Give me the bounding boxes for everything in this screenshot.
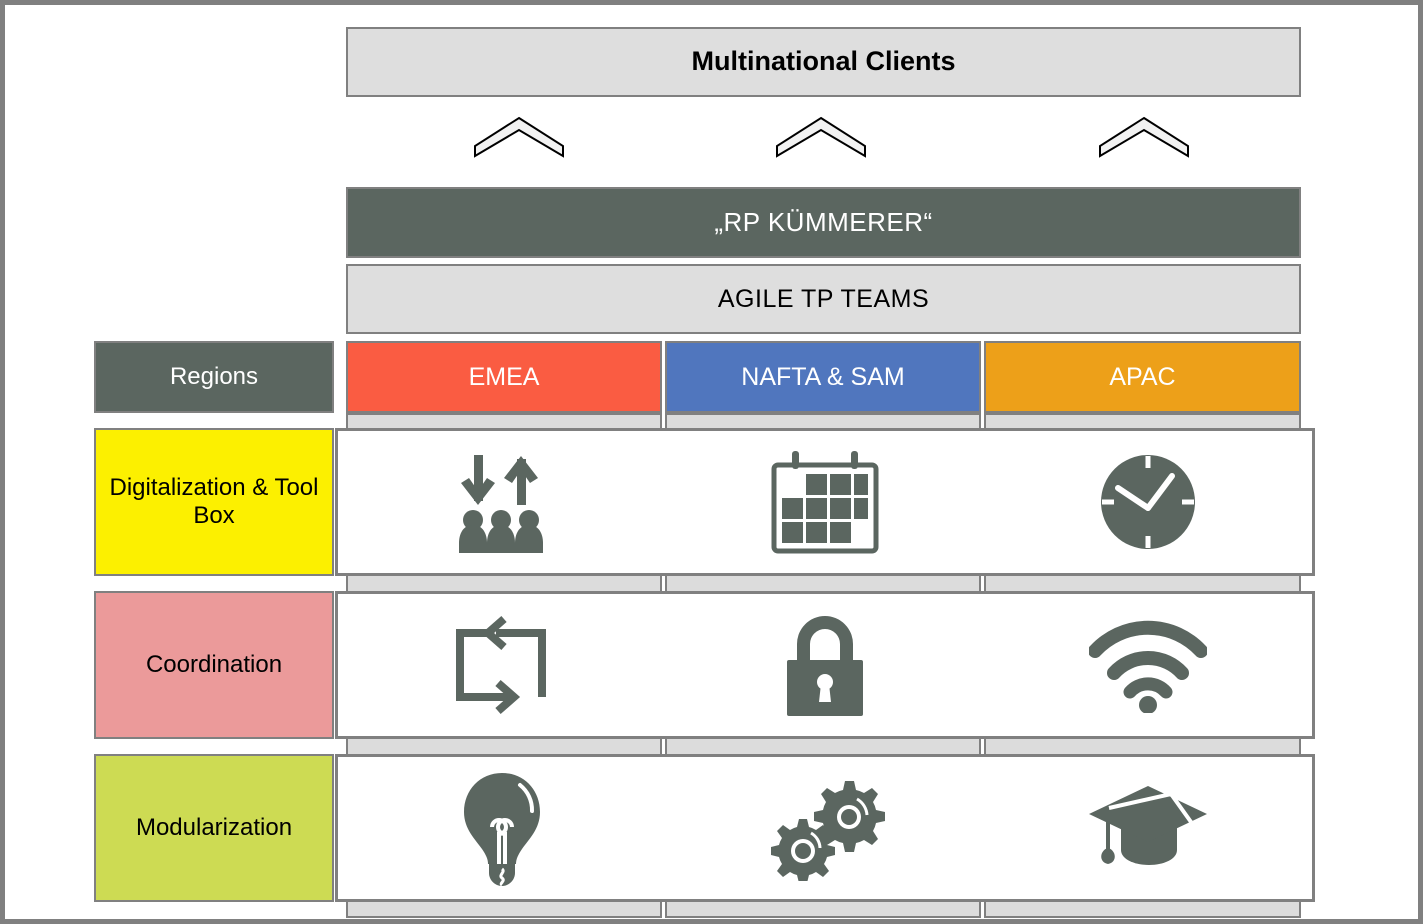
- multinational-clients-bar: Multinational Clients: [346, 27, 1301, 97]
- chevron-nafta-sam-icon: [775, 116, 867, 158]
- category-label-digitalization-text: Digitalization & Tool Box: [109, 474, 319, 529]
- regions-header-label: Regions: [94, 341, 334, 413]
- lightbulb-icon: [338, 757, 665, 899]
- category-label-digitalization: Digitalization & Tool Box: [94, 428, 334, 576]
- category-label-coordination: Coordination: [94, 591, 334, 739]
- rp-kuemmerer-label: „RP KÜMMERER“: [714, 206, 933, 237]
- wifi-icon: [984, 594, 1312, 736]
- exchange-people-icon: [338, 431, 665, 573]
- category-label-coordination-text: Coordination: [145, 651, 283, 679]
- region-label-nafta-sam: NAFTA & SAM: [741, 362, 905, 391]
- lock-icon: [665, 594, 984, 736]
- multinational-clients-label: Multinational Clients: [691, 46, 956, 77]
- clock-icon: [984, 431, 1312, 573]
- cycle-loop-icon: [338, 594, 665, 736]
- region-cell-nafta-sam: NAFTA & SAM: [665, 341, 981, 413]
- row-panel-digitalization: [335, 428, 1315, 576]
- region-cell-emea: EMEA: [346, 341, 662, 413]
- gears-icon: [665, 757, 984, 899]
- rp-kuemmerer-bar: „RP KÜMMERER“: [346, 187, 1301, 258]
- region-cell-apac: APAC: [984, 341, 1301, 413]
- region-label-emea: EMEA: [468, 362, 540, 391]
- regions-label-text: Regions: [169, 363, 259, 391]
- region-label-apac: APAC: [1109, 362, 1176, 391]
- category-label-modularization-text: Modularization: [135, 814, 293, 842]
- agile-tp-teams-label: AGILE TP TEAMS: [717, 284, 930, 313]
- chevron-emea-icon: [473, 116, 565, 158]
- calendar-icon: [665, 431, 984, 573]
- row-panel-modularization: [335, 754, 1315, 902]
- category-label-modularization: Modularization: [94, 754, 334, 902]
- graduation-cap-icon: [984, 757, 1312, 899]
- row-panel-coordination: [335, 591, 1315, 739]
- agile-tp-teams-bar: AGILE TP TEAMS: [346, 264, 1301, 334]
- chevron-apac-icon: [1098, 116, 1190, 158]
